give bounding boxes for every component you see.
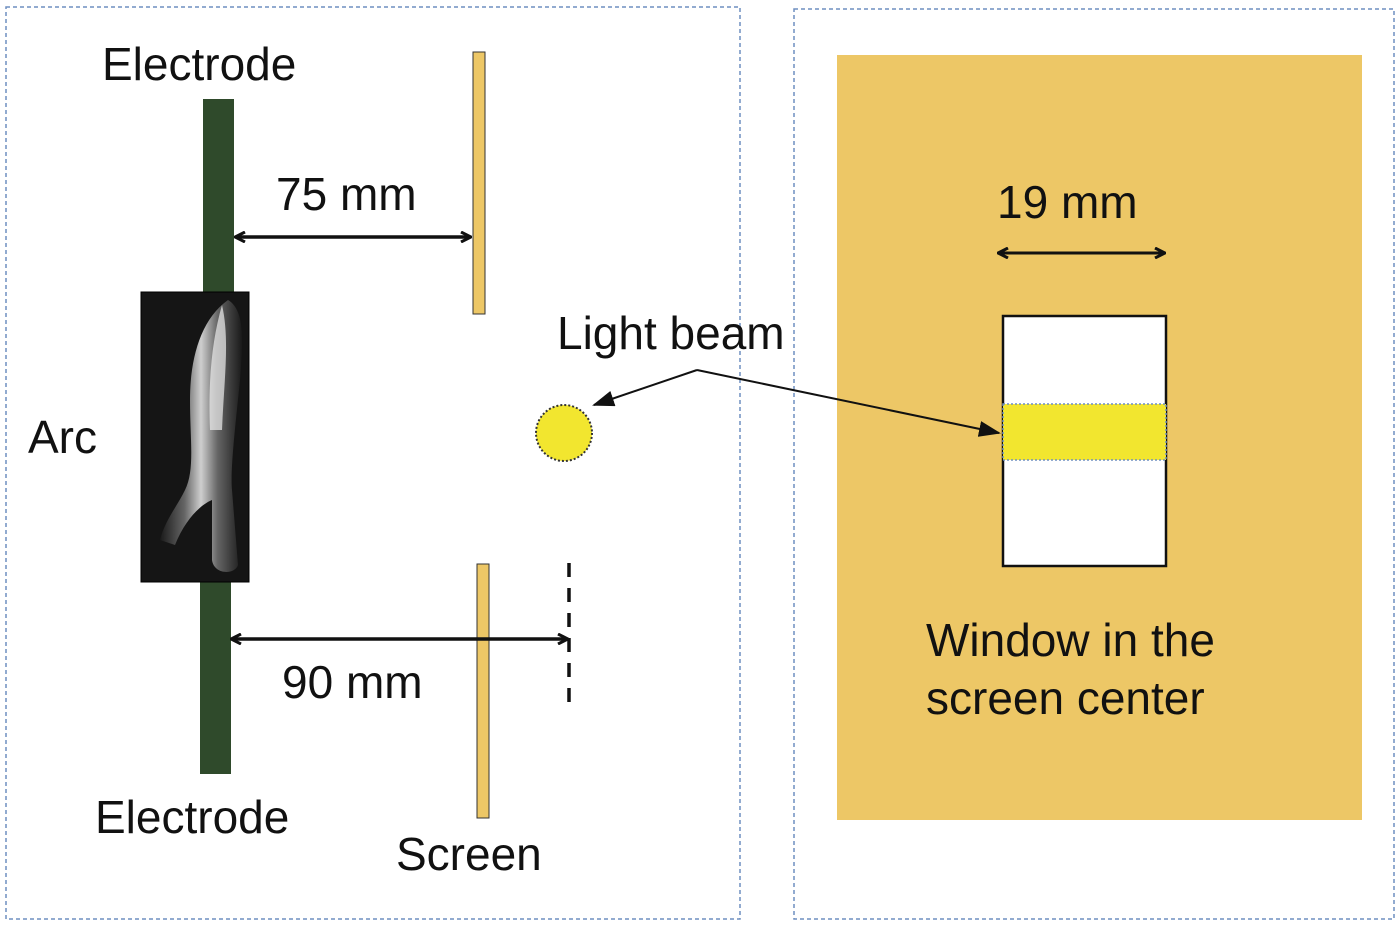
arc-image xyxy=(140,291,250,583)
electrode-top-rod xyxy=(203,99,234,299)
window-beam-band xyxy=(1002,403,1167,461)
screen-lower xyxy=(476,563,490,819)
window-caption-line2: screen center xyxy=(926,672,1205,724)
electrode-top-label: Electrode xyxy=(102,38,296,90)
electrode-bottom-label: Electrode xyxy=(95,791,289,843)
beam-pointer-right xyxy=(696,369,1001,437)
screen-label: Screen xyxy=(396,828,542,880)
right-panel-frame xyxy=(793,8,1395,920)
distance-bottom-label: 90 mm xyxy=(282,656,423,708)
window-caption-line1: Window in the xyxy=(926,614,1215,666)
electrode-bottom-rod xyxy=(200,575,231,774)
left-panel-frame xyxy=(5,6,741,920)
arc-label: Arc xyxy=(28,411,97,463)
light-beam-label: Light beam xyxy=(557,307,785,359)
beam-pointer-left xyxy=(592,369,698,407)
distance-top-label: 75 mm xyxy=(276,168,417,220)
window-width-label: 19 mm xyxy=(997,176,1138,228)
light-beam-circle xyxy=(535,404,593,462)
screen-upper xyxy=(472,51,486,315)
